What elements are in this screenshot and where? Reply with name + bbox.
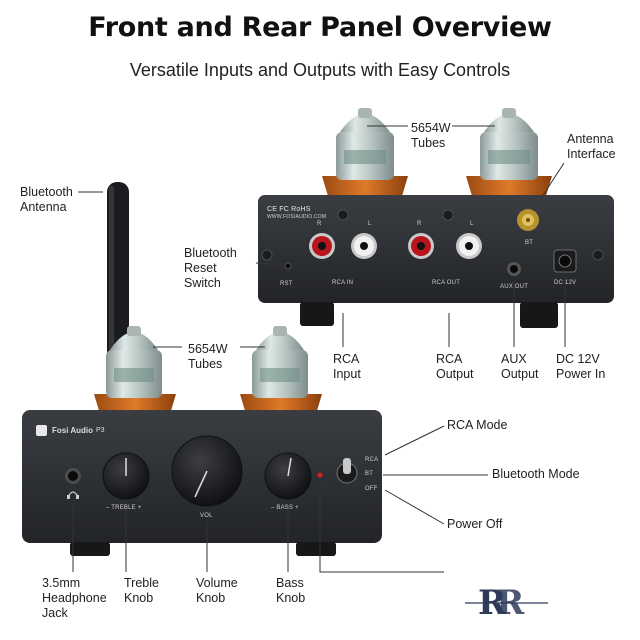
rear-aux-out-label: AUX OUT [500, 284, 529, 290]
volume-knob-label: Volume Knob [196, 576, 238, 605]
rca-input-label: RCA Input [333, 352, 361, 381]
front-treble-print: – TREBLE + [106, 505, 142, 511]
antenna-connector[interactable] [517, 209, 539, 231]
rr-logo: R R [465, 583, 548, 623]
front-tubes-label: 5654W Tubes [188, 342, 228, 371]
treble-knob-label: Treble Knob [124, 576, 159, 605]
front-brand: Fosi Audio [52, 426, 94, 435]
volume-knob[interactable] [171, 435, 243, 507]
rca-mode-label: RCA Mode [447, 418, 508, 432]
front-tube-right [240, 326, 322, 414]
treble-knob[interactable] [102, 452, 150, 500]
rear-tubes-label: 5654W Tubes [411, 121, 451, 150]
switch-rca-print: RCA [365, 457, 379, 463]
front-bass-print: – BASS + [271, 505, 299, 511]
dc-power-label: DC 12V Power In [556, 352, 606, 381]
rear-rca-out-label: RCA OUT [432, 280, 461, 286]
bluetooth-antenna-label: Bluetooth Antenna [20, 185, 73, 214]
headphone-icon [67, 491, 79, 499]
rear-rst-label: RST [280, 281, 293, 287]
rca-in-left-jack[interactable] [351, 233, 377, 259]
rca-out-left-jack[interactable] [456, 233, 482, 259]
rear-l-label-1: L [368, 221, 372, 227]
switch-off-print: OFF [365, 486, 378, 492]
rear-r-label-2: R [417, 221, 422, 227]
leader-lines [72, 125, 566, 573]
page-title: Front and Rear Panel Overview [88, 12, 552, 43]
dc-power-jack[interactable] [553, 249, 577, 273]
front-model: P3 [96, 427, 105, 434]
aux-out-jack[interactable] [507, 262, 521, 276]
switch-bt-print: BT [365, 471, 374, 477]
bass-knob-label: Bass Knob [276, 576, 306, 605]
bass-knob[interactable] [264, 452, 312, 500]
bluetooth-reset-label: Bluetooth Reset Switch [184, 246, 237, 290]
rear-rca-in-label: RCA IN [332, 280, 354, 286]
rca-output-label: RCA Output [436, 352, 474, 381]
rear-dc-label: DC 12V [554, 280, 577, 286]
page-subtitle: Versatile Inputs and Outputs with Easy C… [129, 60, 511, 80]
front-vol-print: VOL [200, 513, 213, 519]
rear-r-label-1: R [317, 221, 322, 227]
mode-toggle-switch[interactable] [336, 458, 358, 484]
power-off-label: Power Off [447, 517, 503, 531]
aux-output-label: AUX Output [501, 352, 539, 381]
rear-url: WWW.FOSIAUDIO.COM [267, 214, 327, 220]
rca-out-right-jack[interactable] [408, 233, 434, 259]
rca-in-right-jack[interactable] [309, 233, 335, 259]
reset-button[interactable] [284, 262, 292, 270]
rear-tube-left [322, 108, 408, 196]
front-tube-left [94, 326, 176, 414]
fosi-logo-icon [36, 425, 47, 436]
headphone-jack[interactable] [65, 468, 81, 484]
rear-cert-marks: CE FC RoHS [267, 206, 311, 213]
rear-l-label-2: L [470, 221, 474, 227]
bluetooth-mode-label: Bluetooth Mode [492, 467, 580, 481]
rear-tube-right [466, 108, 552, 196]
rear-foot-left [300, 302, 334, 326]
rear-foot-right [520, 302, 558, 328]
headphone-jack-label: 3.5mm Headphone Jack [42, 576, 107, 620]
antenna-interface-label: Antenna Interface [567, 132, 616, 161]
power-led [317, 472, 323, 478]
front-foot-left [70, 542, 110, 556]
rear-bt-label: BT [525, 240, 534, 246]
front-foot-right [296, 542, 336, 556]
